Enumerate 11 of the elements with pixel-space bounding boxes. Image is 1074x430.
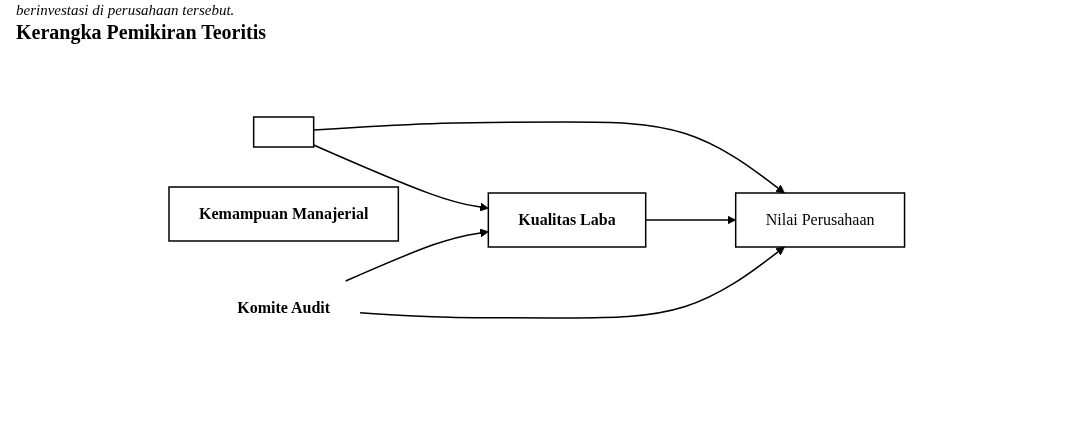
node-box — [253, 116, 315, 148]
arrow — [345, 228, 489, 282]
node-text: Komite Audit — [237, 299, 331, 316]
arrow — [313, 121, 786, 194]
node-box: Nilai Perusahaan — [735, 192, 906, 248]
arrow — [359, 246, 786, 319]
diagram-title: Kerangka Pemikiran Teoritis — [16, 21, 267, 44]
arrow — [313, 144, 489, 212]
node-box: Kemampuan Manajerial — [168, 186, 400, 242]
note-text: berinvestasi di perusahaan tersebut. — [16, 2, 235, 18]
node-box: Kualitas Laba — [487, 192, 647, 248]
